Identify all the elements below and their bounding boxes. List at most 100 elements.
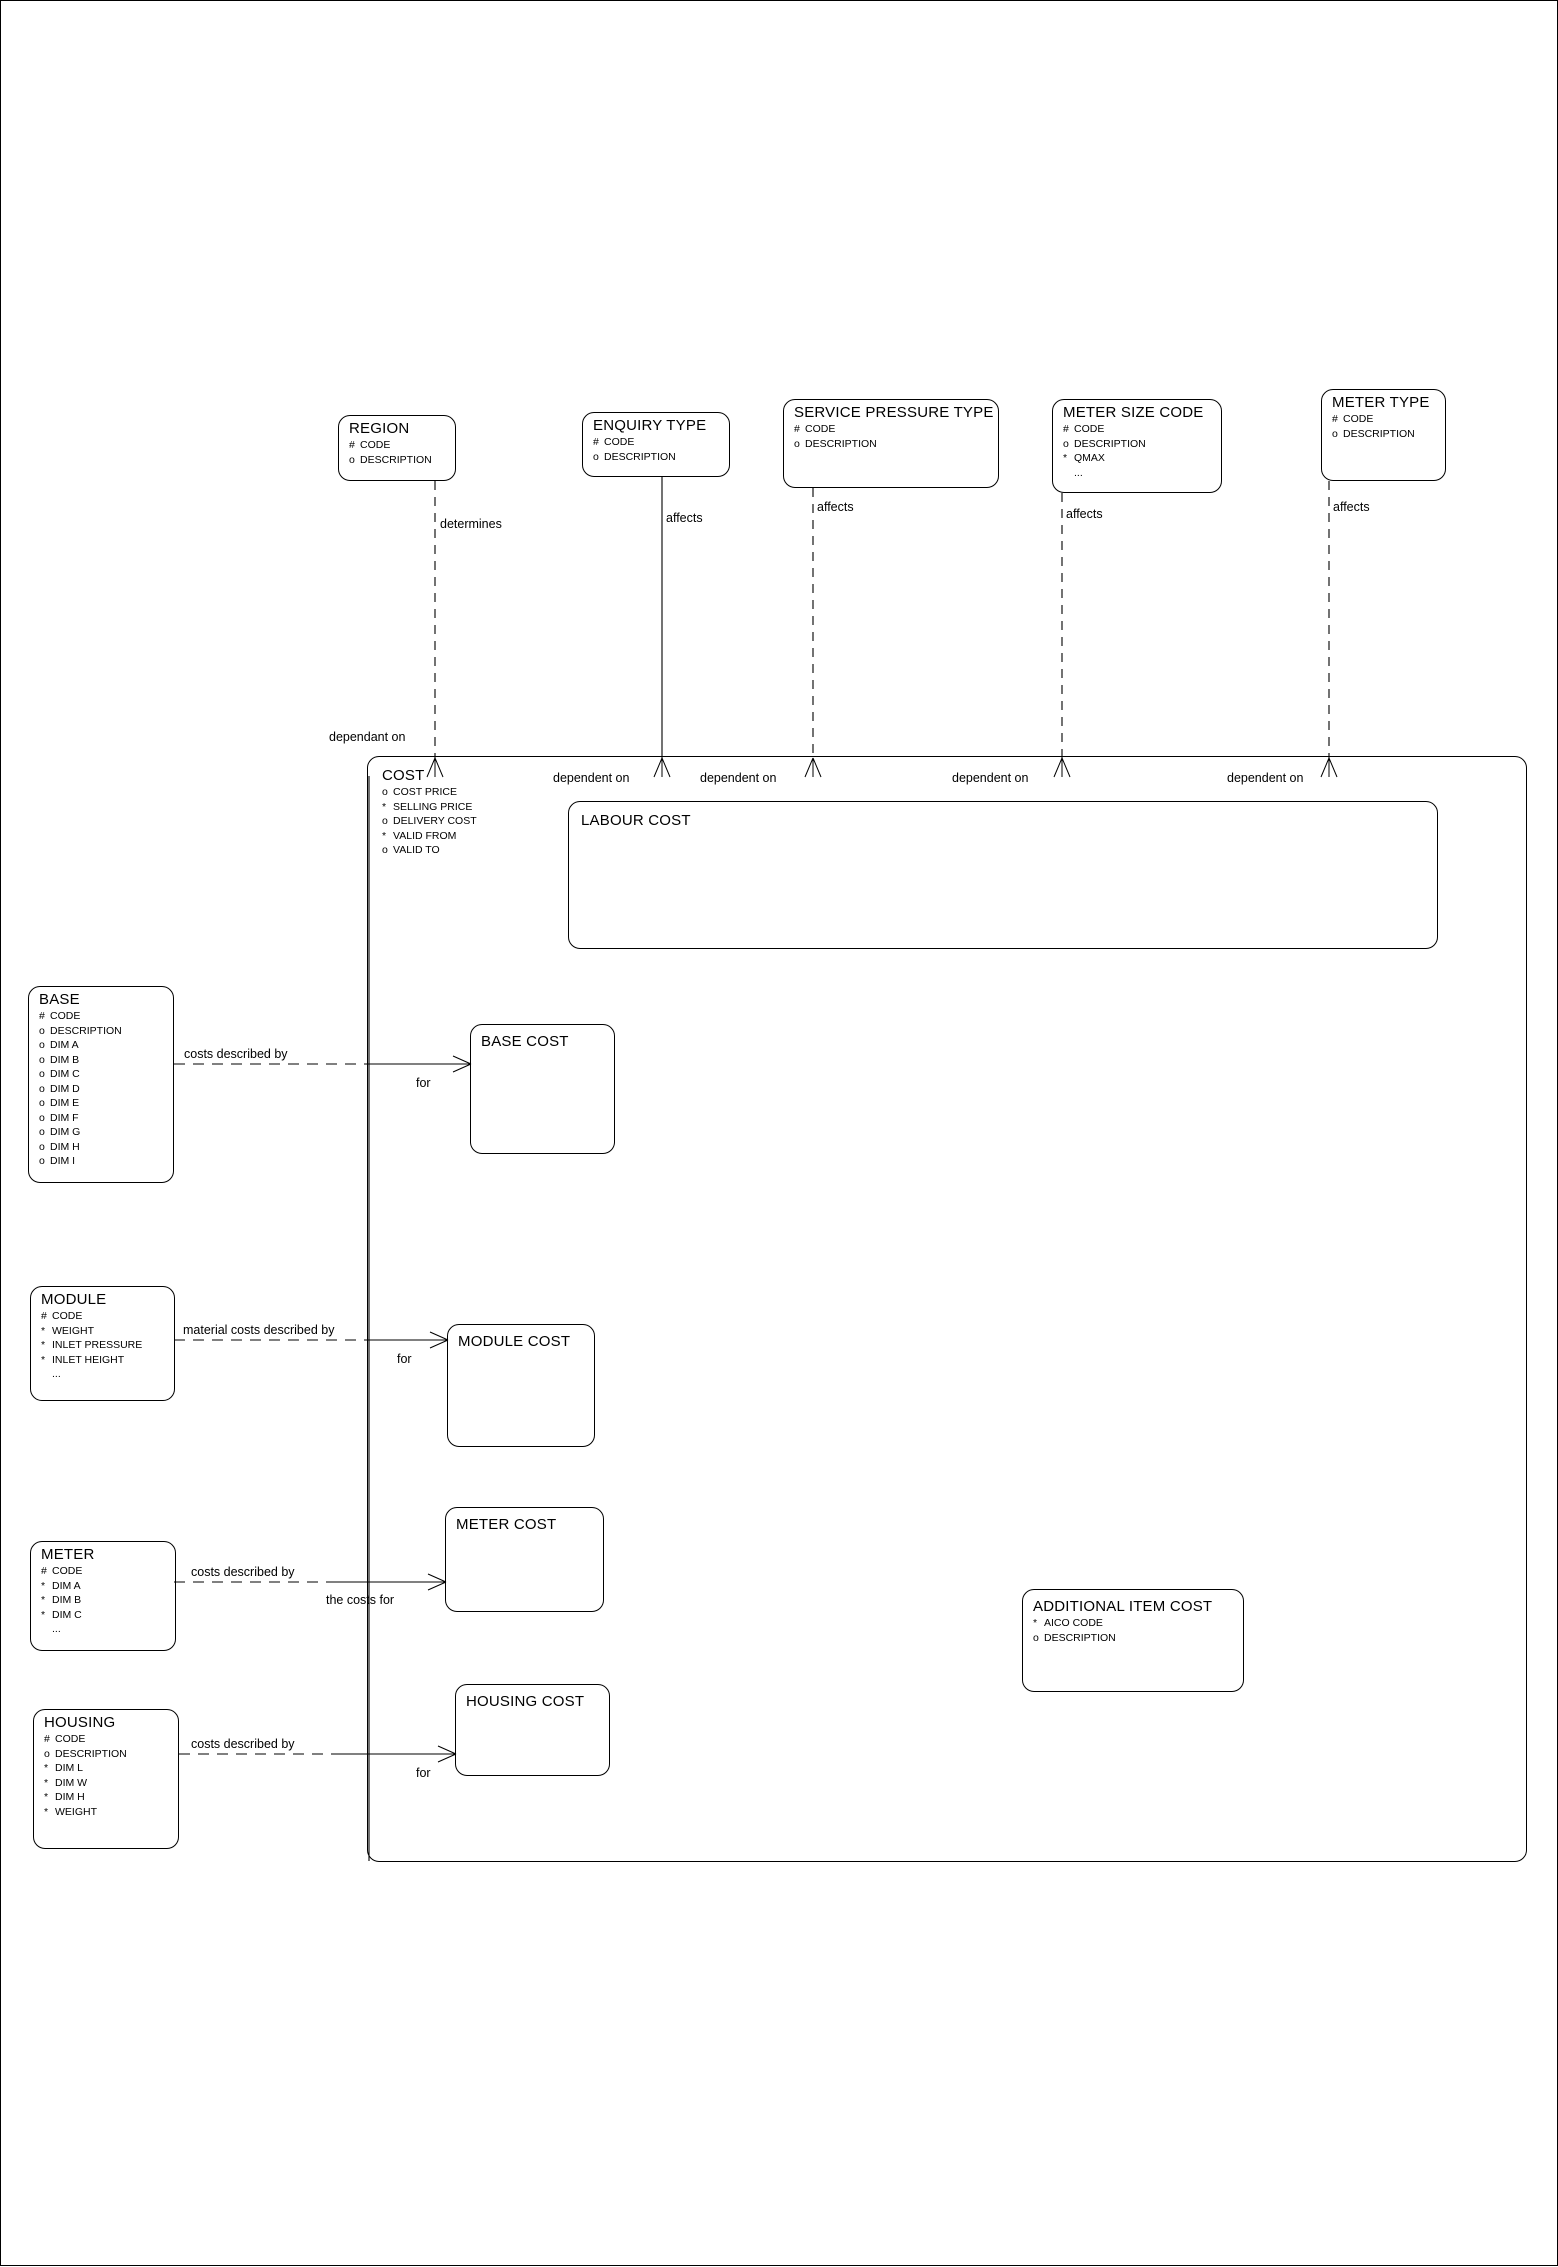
entity-title: METER [41, 1546, 95, 1563]
attribute-row: #CODE [1063, 423, 1105, 435]
relationship-label-for-base: for [416, 1076, 431, 1090]
relationship-label-dependent-on-3: dependent on [952, 771, 1029, 785]
relationship-label-dependent-on-1: dependent on [553, 771, 630, 785]
entity-title: BASE COST [481, 1033, 569, 1050]
attribute-row: *WEIGHT [41, 1324, 94, 1337]
entity-housing-cost[interactable]: HOUSING COST [455, 1684, 610, 1776]
crowfoot-basecost [452, 1055, 472, 1073]
attribute-row: *AICO CODE [1033, 1617, 1103, 1629]
attribute-row: *INLET HEIGHT [41, 1353, 125, 1366]
crowfoot-housingcost [437, 1745, 457, 1763]
relationship-label-costs-described-by-meter: costs described by [191, 1565, 295, 1579]
entity-base-cost[interactable]: BASE COST [470, 1024, 615, 1154]
relationship-label-costs-described-by-housing: costs described by [191, 1737, 295, 1751]
crowfoot-servicepressure-cost [804, 757, 822, 778]
entity-module[interactable]: MODULE #CODE *WEIGHT *INLET PRESSURE *IN… [30, 1286, 175, 1401]
relationship-label-affects-1: affects [666, 511, 703, 525]
attribute-row: *DIM B [41, 1594, 82, 1606]
crowfoot-region-cost [426, 757, 444, 778]
attribute-row: #CODE [44, 1733, 86, 1745]
entity-title: ENQUIRY TYPE [593, 417, 707, 434]
entity-attributes: #CODE *DIM A *DIM B *DIM C ... [41, 1564, 167, 1637]
crowfoot-metertype-cost [1320, 757, 1338, 778]
relationship-label-the-costs-for: the costs for [326, 1593, 395, 1607]
attribute-row: *INLET PRESSURE [41, 1339, 143, 1351]
relationship-label-dependent-on-2: dependent on [700, 771, 777, 785]
attribute-row: #CODE [794, 423, 836, 435]
relationship-label-dependent-on-4: dependent on [1227, 771, 1304, 785]
attribute-row: #CODE [1332, 413, 1374, 425]
attribute-row: *VALID FROM [382, 829, 457, 842]
entity-title: BASE [39, 991, 80, 1008]
entity-title: SERVICE PRESSURE TYPE [794, 404, 994, 421]
relationship-label-for-module: for [397, 1352, 412, 1366]
attribute-row: *WEIGHT [44, 1805, 97, 1818]
attribute-row: #CODE [593, 436, 635, 448]
entity-title: HOUSING [44, 1714, 116, 1731]
entity-title: REGION [349, 420, 410, 437]
relationship-label-material-costs-described-by: material costs described by [183, 1323, 335, 1337]
entity-title: METER TYPE [1332, 394, 1430, 411]
relationship-label-affects-4: affects [1333, 500, 1370, 514]
attribute-row: *DIM C [41, 1608, 82, 1621]
attribute-row: *DIM H [44, 1791, 85, 1803]
entity-labour-cost[interactable]: LABOUR COST [568, 801, 1438, 949]
entity-title: LABOUR COST [581, 812, 691, 829]
crowfoot-metercost [427, 1573, 447, 1591]
entity-attributes: #CODE *WEIGHT *INLET PRESSURE *INLET HEI… [41, 1309, 166, 1382]
entity-title: MODULE COST [458, 1333, 571, 1350]
attribute-row: #CODE [41, 1310, 83, 1322]
entity-meter[interactable]: METER #CODE *DIM A *DIM B *DIM C ... [30, 1541, 176, 1651]
attribute-row: #CODE [41, 1565, 83, 1577]
entity-title: MODULE [41, 1291, 107, 1308]
entity-module-cost[interactable]: MODULE COST [447, 1324, 595, 1447]
crowfoot-modulecost [429, 1331, 449, 1349]
entity-title: ADDITIONAL ITEM COST [1033, 1598, 1213, 1615]
attribute-row: *SELLING PRICE [382, 800, 473, 813]
relationship-label-for-housing: for [416, 1766, 431, 1780]
entity-meter-cost[interactable]: METER COST [445, 1507, 604, 1612]
relationship-label-dependant-on: dependant on [329, 730, 406, 744]
entity-title: COST [382, 767, 425, 784]
attribute-row: #CODE [349, 439, 391, 451]
relationship-label-affects-2: affects [817, 500, 854, 514]
attribute-row: *DIM A [41, 1579, 81, 1592]
entity-title: HOUSING COST [466, 1693, 585, 1710]
attribute-row: ... [1074, 466, 1083, 479]
entity-title: METER COST [456, 1516, 557, 1533]
relationship-label-determines: determines [440, 517, 502, 531]
